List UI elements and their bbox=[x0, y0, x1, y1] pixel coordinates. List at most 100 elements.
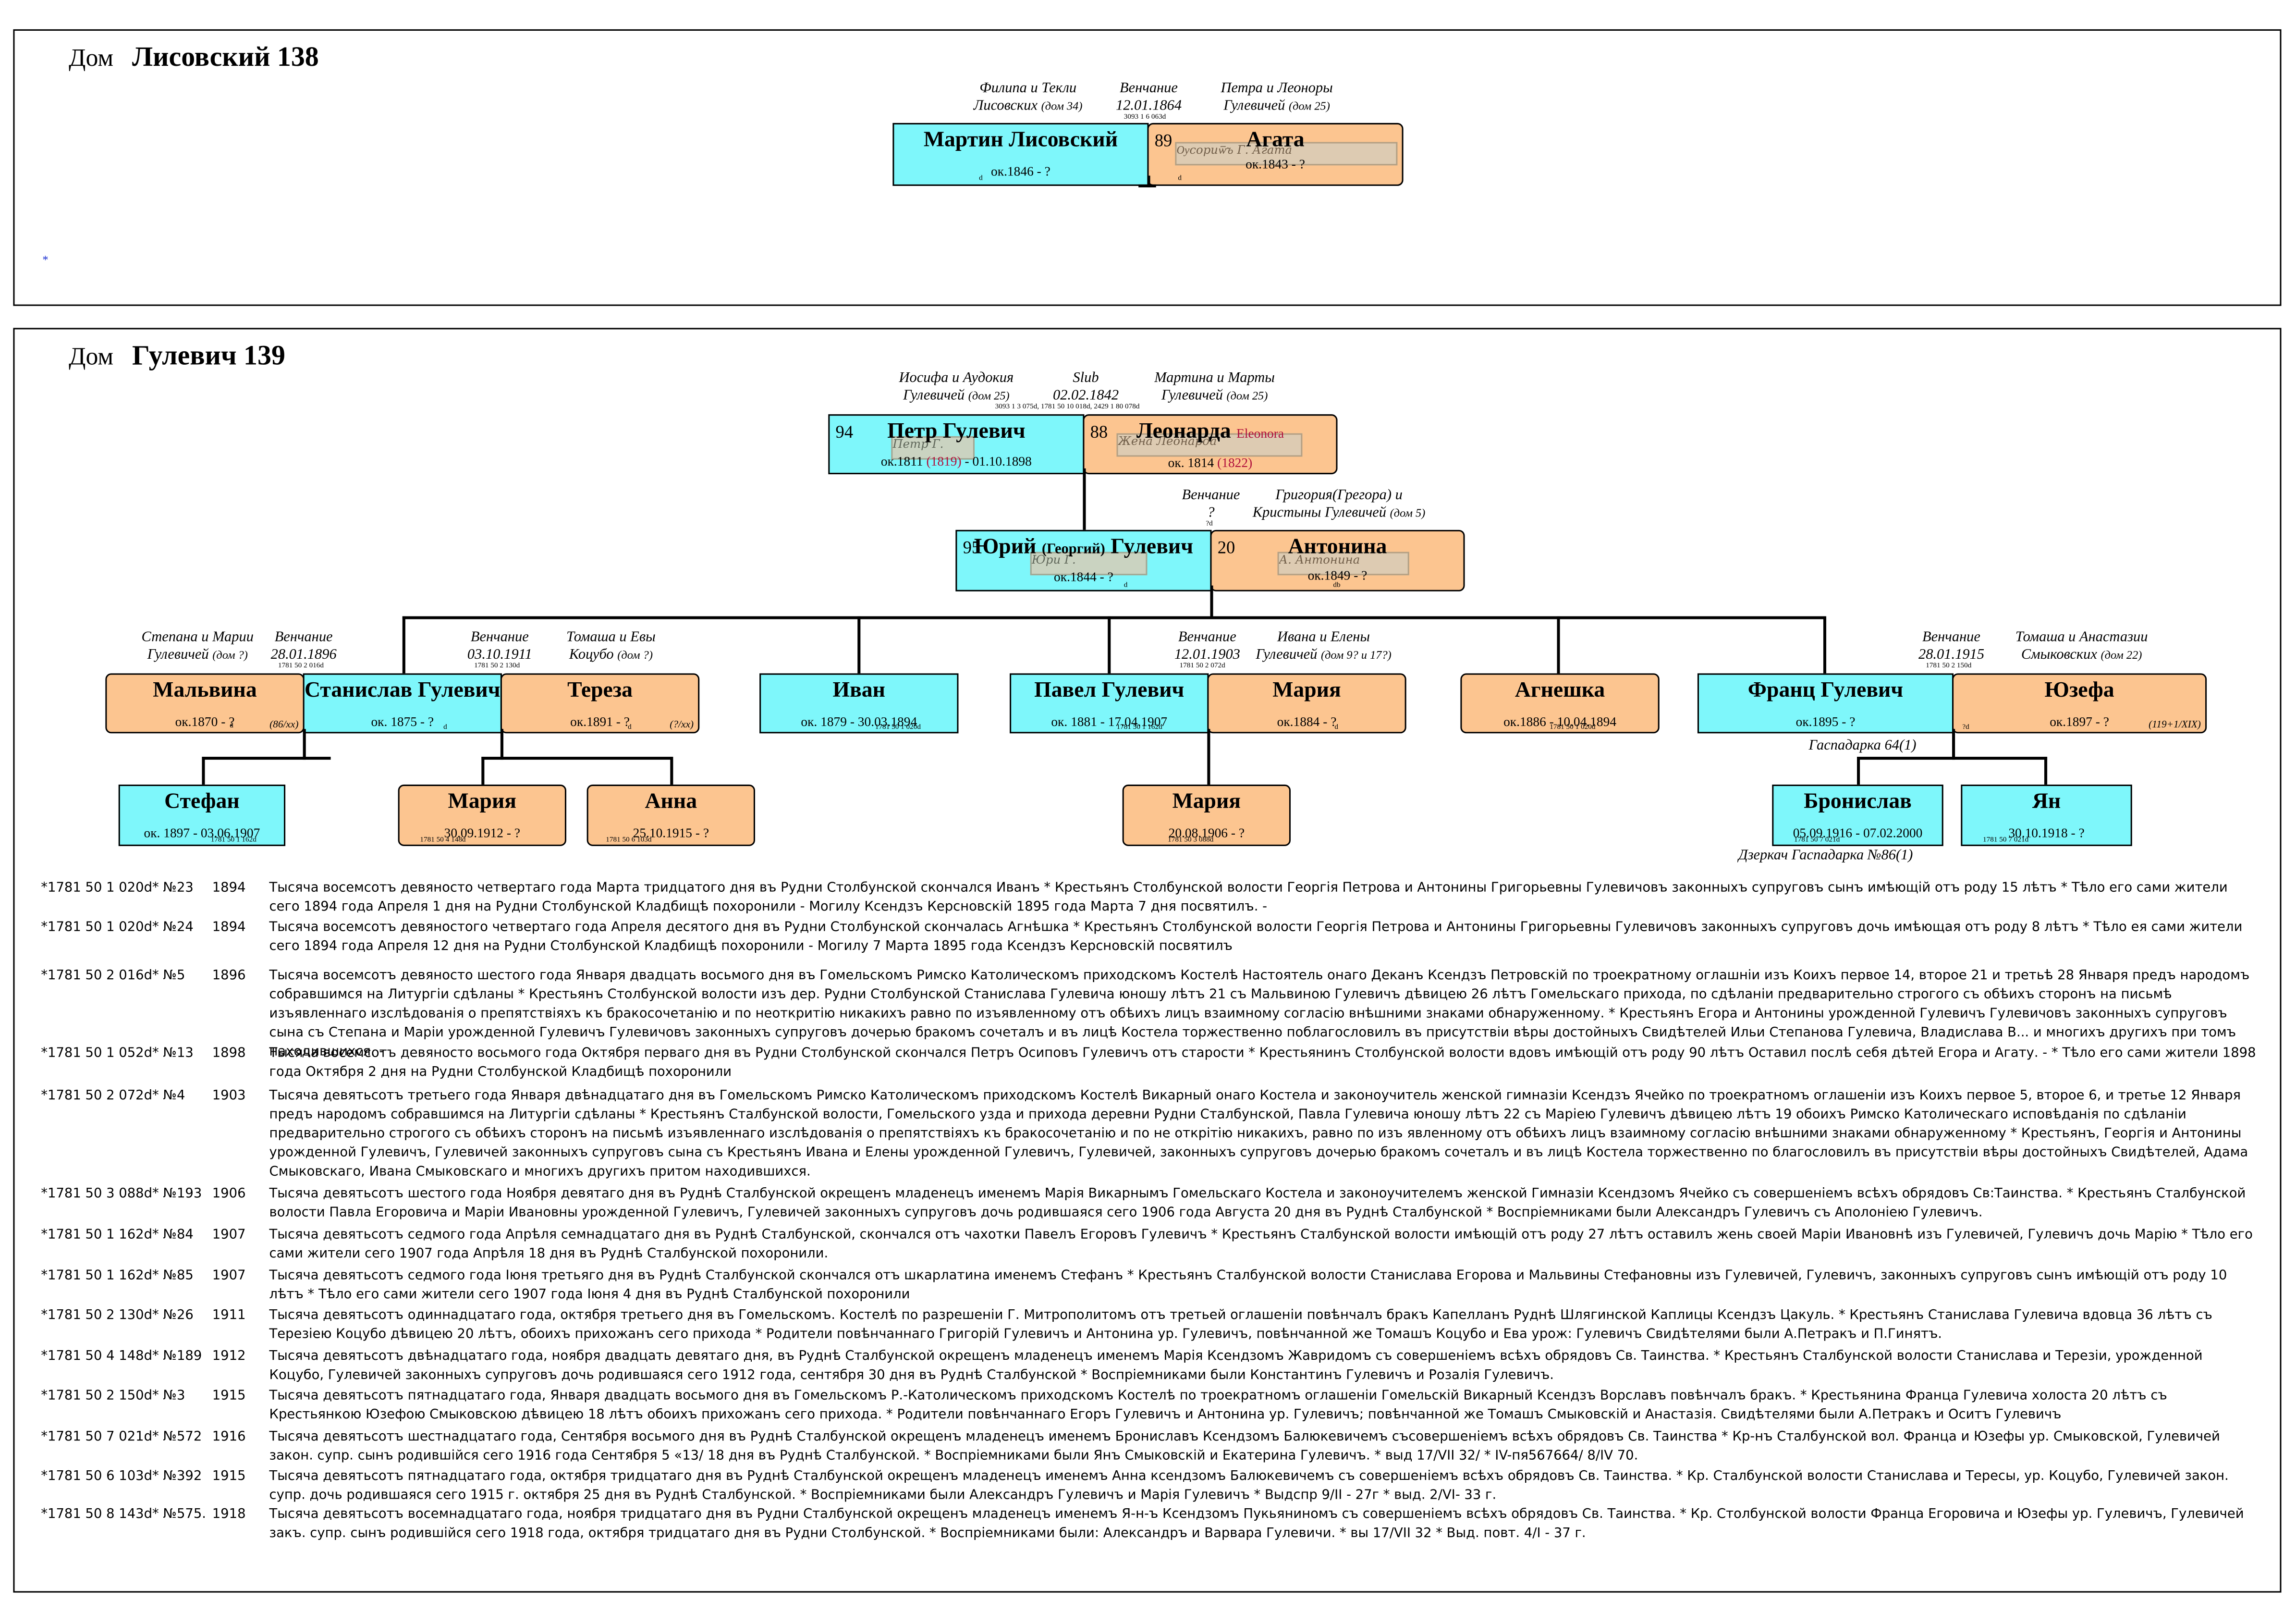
person-yuzefa[interactable]: Юзефа ок.1897 - ? ?d (119+1/XIX) bbox=[1952, 673, 2207, 734]
person-number: 89 bbox=[1154, 130, 1172, 151]
person-bronislav[interactable]: Бронислав 05.09.1916 - 07.02.2000 1781 5… bbox=[1772, 784, 1943, 846]
person-agata[interactable]: 89 Ѹсориѿъ Г. Агата Агата ок.1843 - ? d bbox=[1147, 123, 1404, 186]
person-malvina[interactable]: Мальвина ок.1870 - ? d (86/xx) bbox=[105, 673, 305, 734]
person-maria-wife[interactable]: Мария ок.1884 - ? d bbox=[1207, 673, 1406, 734]
house-name: Гулевич 139 bbox=[132, 341, 285, 372]
record-mark: d bbox=[979, 175, 983, 183]
person-tereza[interactable]: Тереза ок.1891 - ? d (?/xx) bbox=[500, 673, 700, 734]
person-petr-gulevich[interactable]: 94 Петр Г. Петр Гулевич ок.1811 (1819) -… bbox=[828, 414, 1085, 475]
record-text: Тысяча восемсотъ девяностого четвертаго … bbox=[269, 921, 2243, 955]
person-name: Франц Гулевич bbox=[1747, 679, 1904, 703]
person-dates: ок.1897 - ? bbox=[2050, 714, 2109, 729]
person-pavel-gulevich[interactable]: Павел Гулевич ок. 1881 - 17.04.1907 1781… bbox=[1010, 673, 1209, 734]
record-text: Тысяча девятьсотъ двѣнадцатаго года, ноя… bbox=[269, 1349, 2203, 1383]
house-139-frame bbox=[13, 328, 2282, 1593]
connector bbox=[857, 616, 861, 674]
person-leonarda[interactable]: 88 Жена Леонарда Леонарда Eleonora ок. 1… bbox=[1083, 414, 1338, 475]
person-name: Мария bbox=[1272, 679, 1341, 703]
record-year: 1911 bbox=[212, 1308, 246, 1324]
stanislav-wedding2-ref: 1781 50 2 130d bbox=[474, 663, 520, 671]
signature-image: Петр Г. bbox=[891, 436, 975, 460]
record-ref: 1781 50 4 148d bbox=[420, 837, 466, 845]
house-label: Дом bbox=[69, 342, 114, 370]
person-yuri-gulevich[interactable]: 95 Юри Г. Юрий (Георгий) Гулевич ок.1844… bbox=[955, 529, 1212, 591]
connector bbox=[1207, 729, 1210, 785]
connector bbox=[1210, 585, 1213, 618]
person-name: Стефан bbox=[164, 790, 240, 814]
pavel-wedding-ref: 1781 50 2 072d bbox=[1179, 663, 1225, 671]
signature-image: А. Антонина bbox=[1277, 552, 1409, 576]
record-text: Тысяча девятьсотъ третьего года Января д… bbox=[269, 1089, 2248, 1180]
connector bbox=[1083, 468, 1086, 530]
person-dates: ок. 1814 (1822) bbox=[1168, 455, 1253, 470]
house-name: Лисовский 138 bbox=[132, 42, 319, 74]
record-text: Тысяча восемсотъ девяносто четвертаго го… bbox=[269, 881, 2228, 915]
person-dates: 05.09.1916 - 07.02.2000 bbox=[1793, 825, 1923, 840]
record-text: Тысяча девятьсотъ шестого года Ноября де… bbox=[269, 1187, 2246, 1221]
marker-dot: * bbox=[42, 253, 49, 267]
petr-wedding-refs: 3093 1 3 075d, 1781 50 10 018d, 2429 1 8… bbox=[995, 404, 1140, 412]
person-dates: ок.1849 - ? bbox=[1307, 568, 1368, 583]
record-ref: *1781 50 1 020d* №23 bbox=[41, 881, 194, 896]
person-number: 95 bbox=[963, 537, 981, 558]
record-text: Тысяча девятьсотъ седмого года Іюня трет… bbox=[269, 1269, 2227, 1303]
record-year: 1918 bbox=[212, 1507, 246, 1523]
record-ref: 1781 50 1 020d bbox=[1550, 725, 1596, 732]
record-mark: db bbox=[1333, 582, 1341, 590]
record-ref: *1781 50 1 162d* №84 bbox=[41, 1228, 194, 1243]
person-name: Антонина bbox=[1288, 536, 1387, 559]
record-year: 1906 bbox=[212, 1187, 246, 1202]
record-ref: 1781 50 6 103d bbox=[606, 837, 652, 845]
person-stanislav-gulevich[interactable]: Станислав Гулевич ок. 1875 - ? d bbox=[303, 673, 502, 734]
person-franc-gulevich[interactable]: Франц Гулевич ок.1895 - ? bbox=[1697, 673, 1954, 734]
person-agneshka[interactable]: Агнешка ок.1886 - 10.04.1894 1781 50 1 0… bbox=[1460, 673, 1660, 734]
connector bbox=[1108, 616, 1111, 674]
connector bbox=[1823, 616, 1827, 674]
person-number: 20 bbox=[1217, 537, 1235, 558]
record-ref: *1781 50 8 143d* №575. bbox=[41, 1507, 207, 1523]
record-ref: 1781 50 1 162d bbox=[1116, 725, 1162, 732]
record-ref: *1781 50 1 020d* №24 bbox=[41, 921, 194, 935]
record-mark: d bbox=[230, 723, 233, 731]
person-maria-daughter-pavel[interactable]: Мария 20.08.1906 - ? 1781 50 3 088d bbox=[1122, 784, 1291, 846]
person-name: Иван bbox=[832, 679, 885, 703]
person-antonina[interactable]: 20 А. Антонина Антонина ок.1849 - ? db bbox=[1210, 529, 1465, 591]
person-extra: (?/xx) bbox=[670, 718, 694, 731]
record-ref: *1781 50 1 052d* №13 bbox=[41, 1046, 194, 1061]
dzerkach-note: Дзеркач Гаспадарка №86(1) bbox=[1738, 847, 1913, 864]
record-ref: *1781 50 1 162d* №85 bbox=[41, 1269, 194, 1284]
record-text: Тысяча девятьсотъ шестнадцатаго года, Се… bbox=[269, 1430, 2220, 1464]
signature-image: Юри Г. bbox=[1030, 552, 1148, 576]
record-ref: *1781 50 6 103d* №392 bbox=[41, 1469, 202, 1485]
record-text: Тысяча девятьсотъ пятнадцатаго года, окт… bbox=[269, 1469, 2229, 1503]
person-extra: (86/xx) bbox=[269, 718, 299, 731]
record-ref: *1781 50 2 016d* №5 bbox=[41, 969, 185, 984]
person-stefan[interactable]: Стефан ок. 1897 - 03.06.1907 1781 50 1 1… bbox=[118, 784, 286, 846]
person-name: Леонарда Eleonora bbox=[1136, 420, 1284, 444]
record-ref: 1781 50 1 020d bbox=[875, 725, 921, 732]
connector bbox=[1147, 175, 1150, 187]
connector bbox=[1557, 616, 1560, 674]
person-anna[interactable]: Анна 25.10.1915 - ? 1781 50 6 103d bbox=[586, 784, 755, 846]
record-year: 1894 bbox=[212, 881, 246, 896]
person-maria-daughter-stanislav[interactable]: Мария 30.09.1912 - ? 1781 50 4 148d bbox=[398, 784, 566, 846]
person-ivan[interactable]: Иван ок. 1879 - 30.03.1894 1781 50 1 020… bbox=[759, 673, 959, 734]
record-mark: d bbox=[1178, 175, 1182, 183]
franc-wedding-ref: 1781 50 2 150d bbox=[1926, 663, 1972, 671]
record-ref: *1781 50 7 021d* №572 bbox=[41, 1430, 202, 1445]
person-yan[interactable]: Ян 30.10.1918 - ? 1781 50 7 021d bbox=[1961, 784, 2132, 846]
record-ref: 1781 50 7 021d bbox=[1983, 837, 2029, 845]
record-mark: ?d bbox=[1962, 725, 1969, 732]
person-martin-lisovski[interactable]: Мартин Лисовский ок.1846 - ? d bbox=[892, 123, 1149, 186]
record-mark: d bbox=[1334, 725, 1339, 732]
person-name: Агата bbox=[1246, 129, 1305, 152]
connector bbox=[303, 729, 306, 760]
record-ref: *1781 50 2 072d* №4 bbox=[41, 1089, 185, 1104]
person-name: Юрий (Георгий) Гулевич bbox=[974, 536, 1193, 559]
